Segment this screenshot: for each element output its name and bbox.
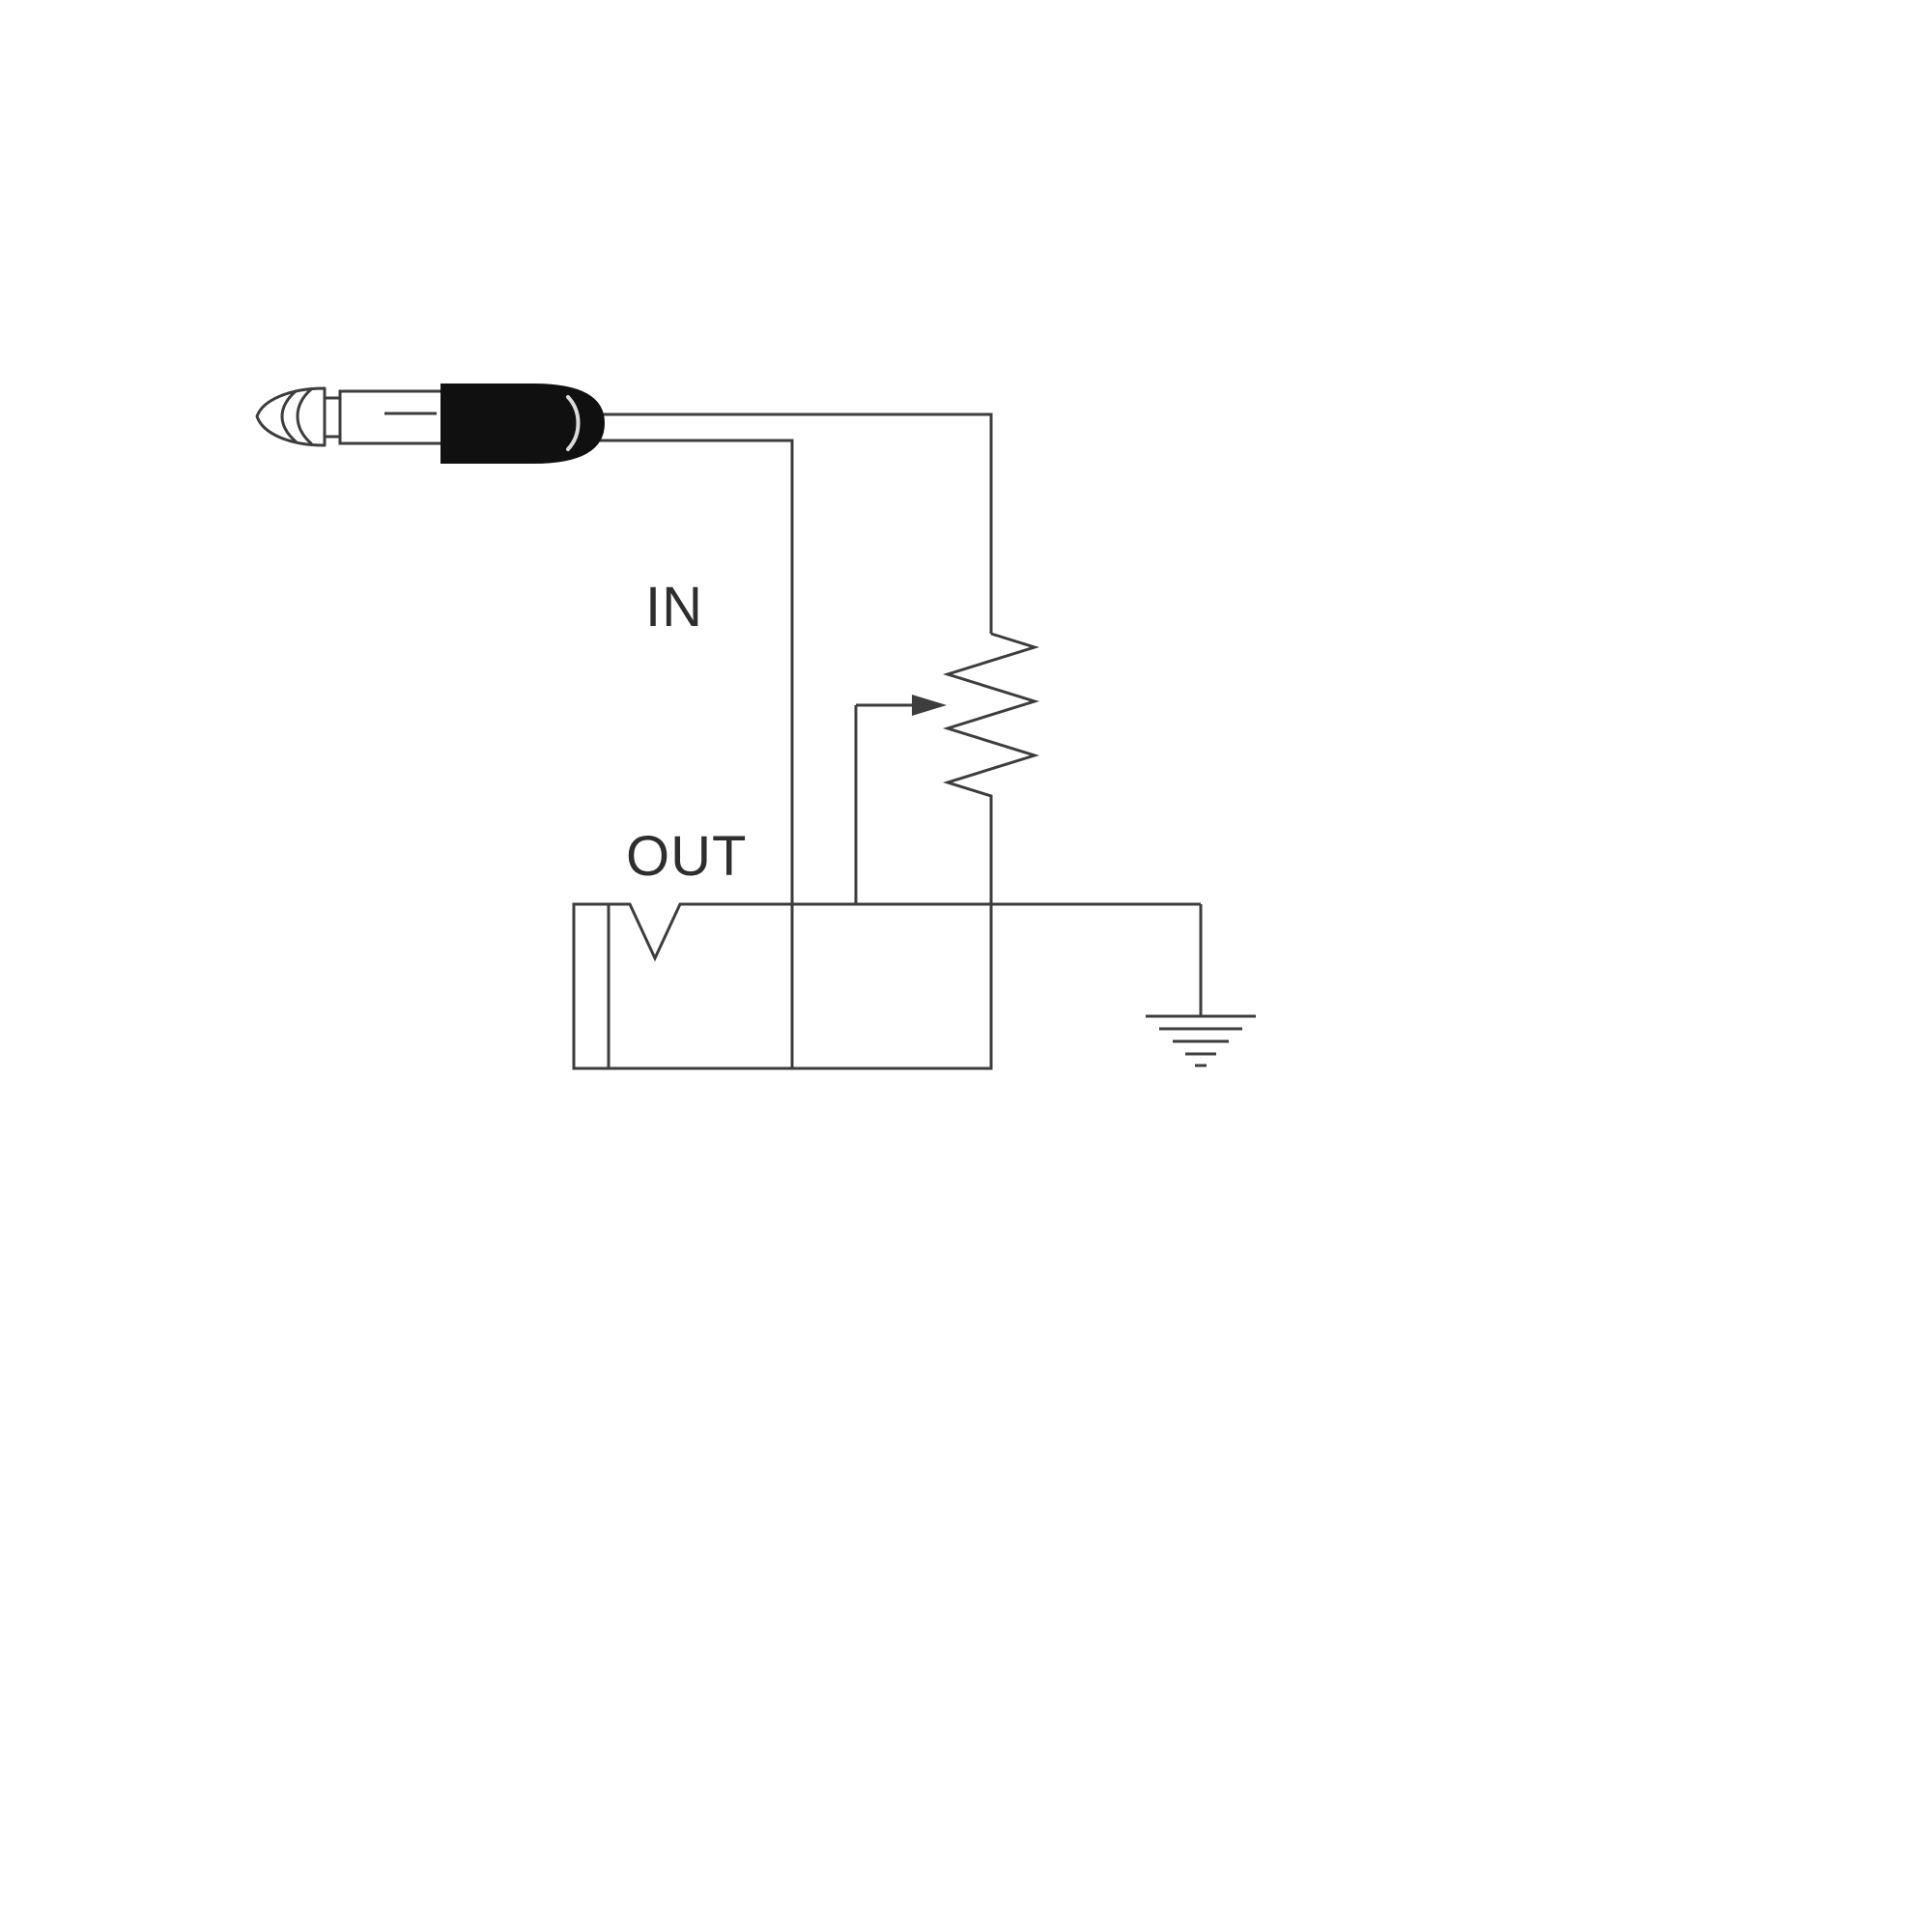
resistor-zigzag	[942, 632, 1040, 904]
plug-handle	[440, 384, 605, 464]
input-label: IN	[645, 576, 703, 639]
wiper-arrowhead	[912, 695, 947, 716]
output-label: OUT	[626, 825, 747, 888]
jack-body-outline	[574, 904, 993, 1070]
plug-groove	[323, 396, 342, 439]
jack-tip-contact	[609, 902, 1201, 962]
quarter-inch-plug-icon	[255, 384, 605, 464]
plug-tip-ridge-2	[296, 387, 313, 445]
plug-shaft	[338, 389, 444, 445]
jack-sleeve-bar	[572, 902, 611, 1070]
ground-symbol	[1146, 904, 1256, 1067]
plug-handle-highlight	[566, 395, 581, 451]
wire-plug-tip-to-pot	[580, 412, 993, 634]
output-jack-symbol	[572, 902, 1201, 1070]
wire-plug-sleeve	[580, 439, 794, 1068]
potentiometer-symbol	[854, 632, 1040, 904]
wiper-arrow-icon	[856, 695, 947, 716]
plug-tip-ridge-1	[280, 389, 298, 443]
